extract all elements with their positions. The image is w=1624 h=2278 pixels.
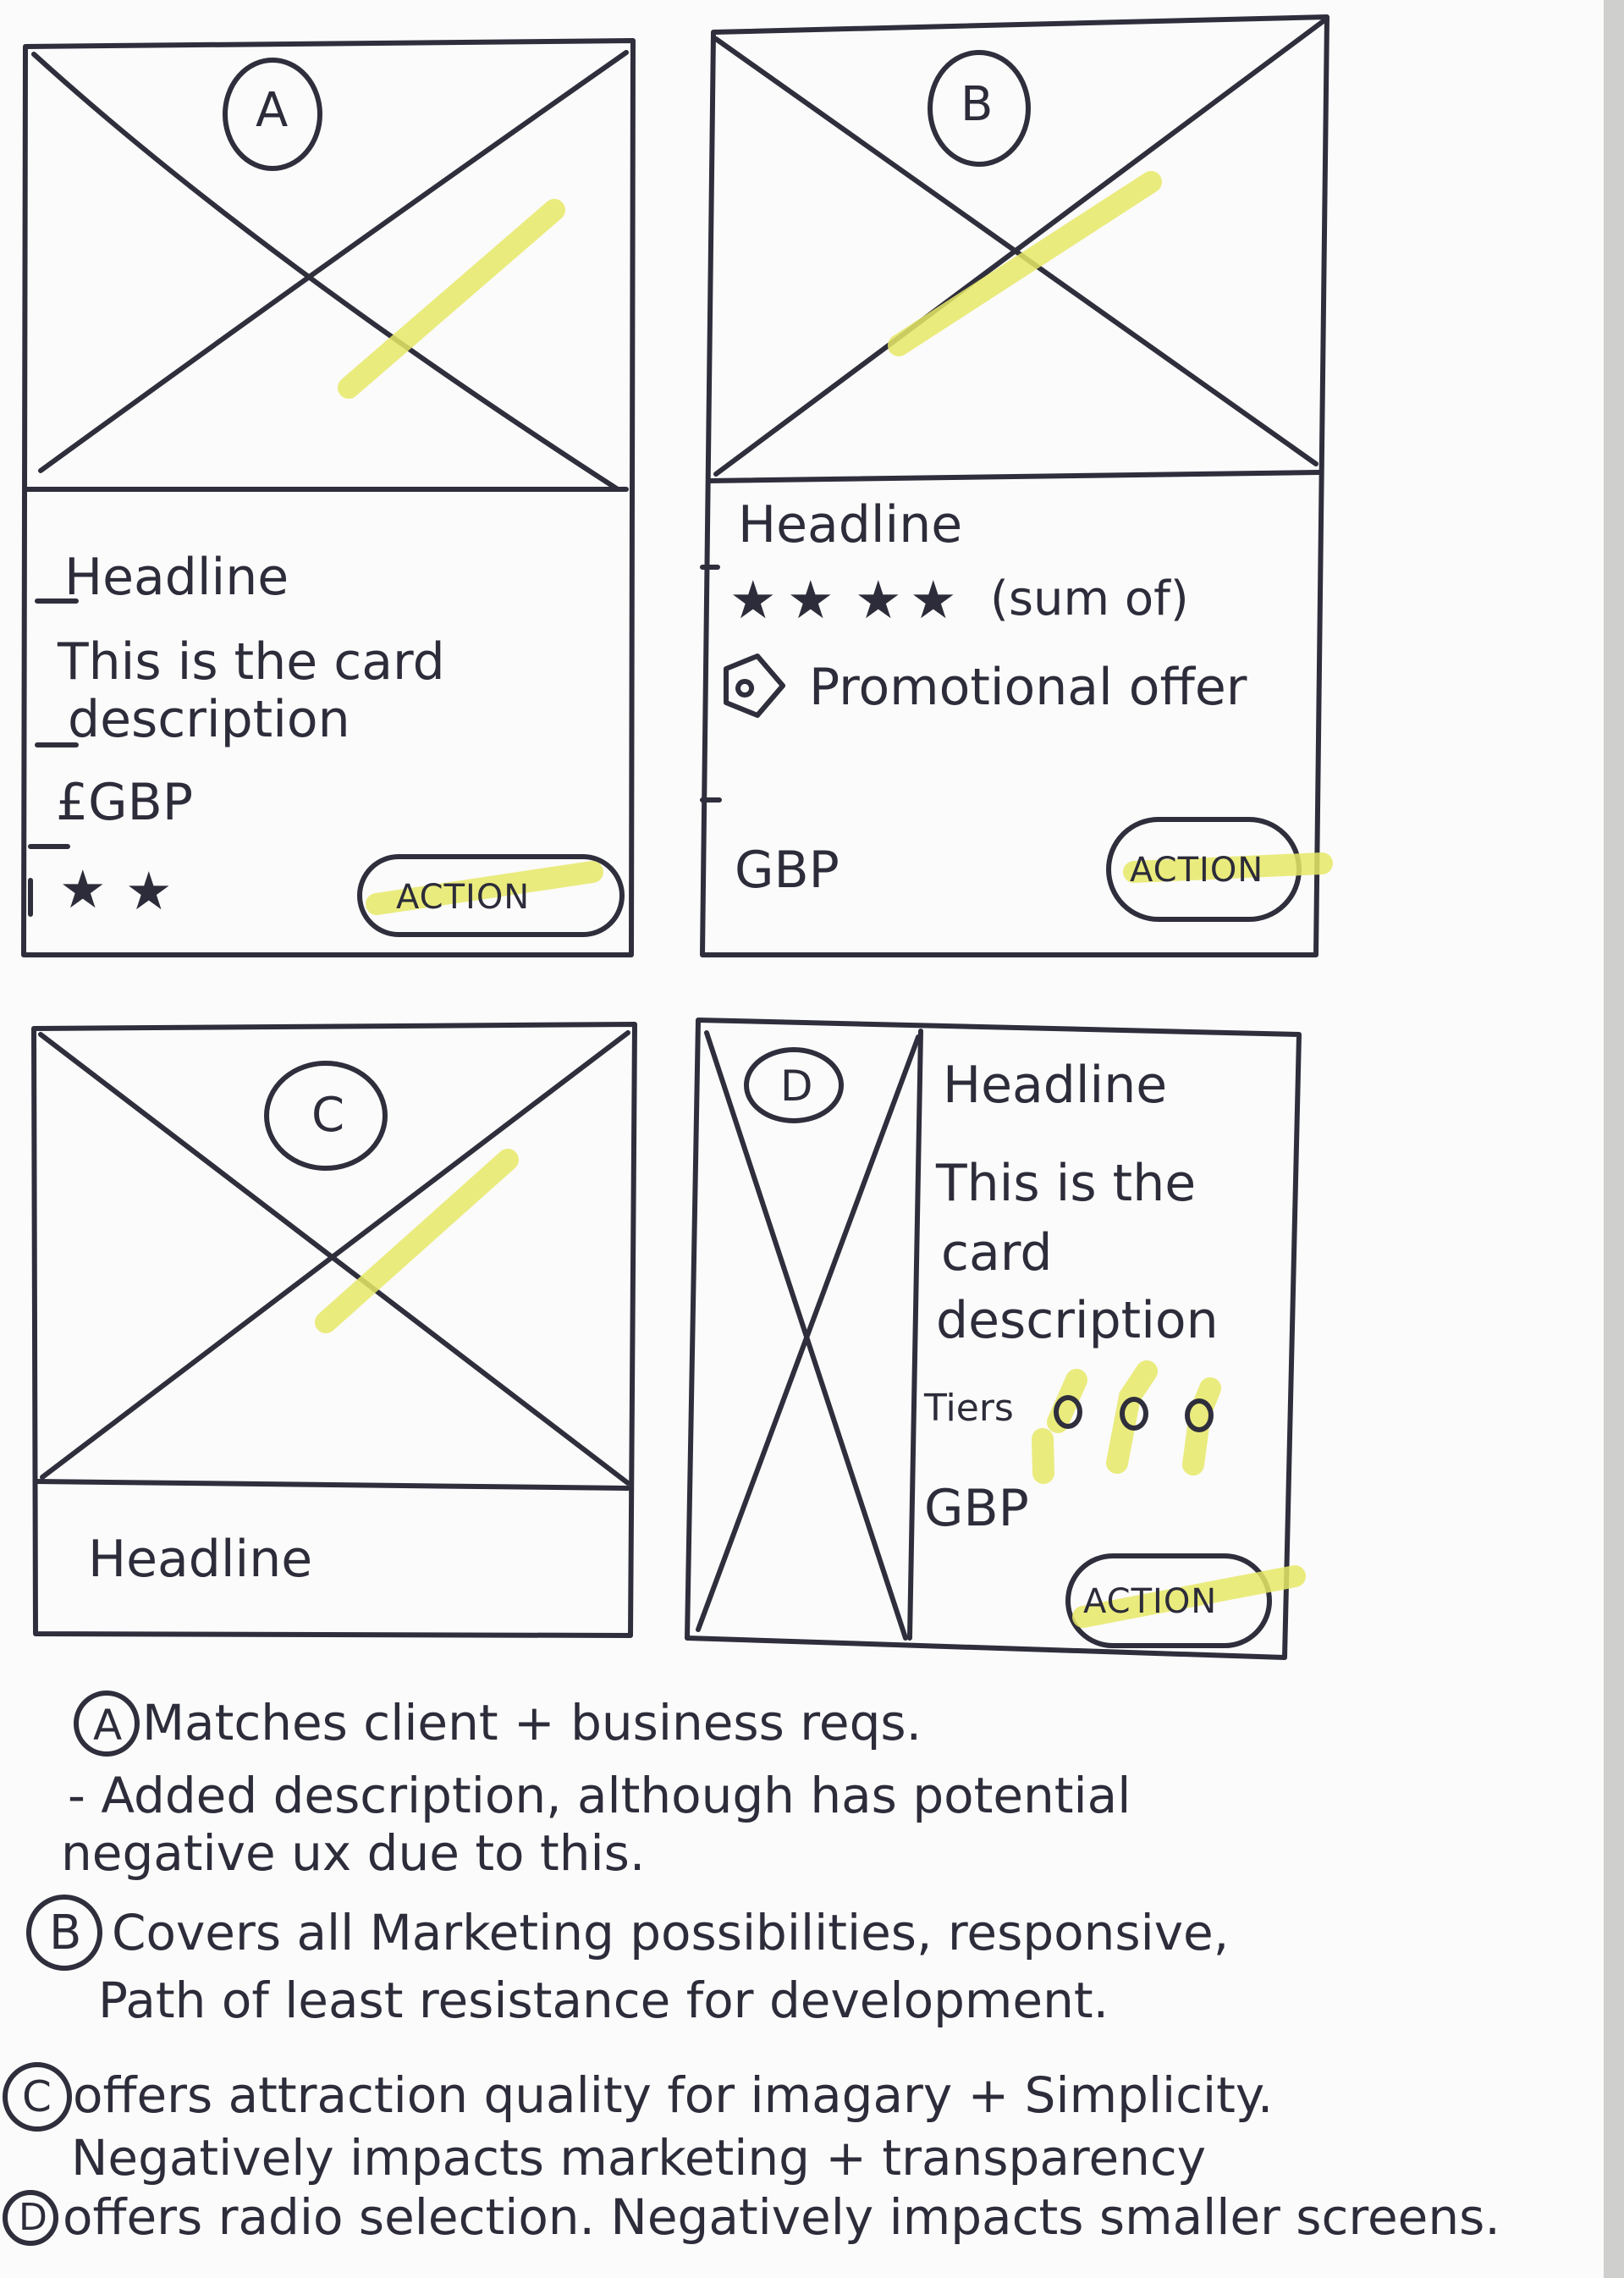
note-b-line1: Covers all Marketing possibilities, resp… <box>112 1904 1230 1961</box>
card-c-headline: Headline <box>88 1530 313 1589</box>
card-a-highlight <box>338 199 565 399</box>
card-a-star-icon-2: ★ <box>125 860 173 922</box>
card-d-description-line3: description <box>936 1291 1219 1350</box>
card-b-promo-offer: Promotional offer <box>809 658 1247 717</box>
card-c-outline <box>31 1022 637 1638</box>
card-d-description-line1: This is the <box>936 1154 1197 1213</box>
card-d-tier-radio-icon-1[interactable] <box>1054 1395 1082 1429</box>
card-d-outline <box>685 1018 1302 1660</box>
note-d-line1: offers radio selection. Negatively impac… <box>63 2188 1500 2246</box>
card-b-image-placeholder-icon <box>713 18 1327 477</box>
background-edge <box>1604 0 1624 2278</box>
card-a-description-line1: This is the card <box>58 632 445 692</box>
note-d-circle <box>3 2190 58 2246</box>
card-b-outline <box>700 14 1329 957</box>
card-d-letter-circle <box>744 1047 844 1123</box>
note-c-line2: Negatively impacts marketing + transpare… <box>71 2129 1207 2187</box>
card-c-letter: C <box>311 1088 345 1143</box>
note-c-letter: C <box>22 2072 52 2121</box>
note-b-letter: B <box>49 1906 82 1961</box>
card-d-price: GBP <box>924 1479 1029 1538</box>
card-a-action-outline <box>357 854 625 937</box>
card-d-image-placeholder-icon <box>696 1030 921 1641</box>
note-a-line2: - Added description, although has potent… <box>68 1767 1131 1824</box>
card-d-action-outline <box>1065 1553 1272 1648</box>
card-b-margin-ticks <box>700 565 722 803</box>
card-d-tiers-label: Tiers <box>924 1387 1014 1430</box>
card-a-image-placeholder-icon <box>31 50 629 492</box>
card-a-description-line2: description <box>68 690 350 749</box>
card-a-margin-ticks <box>28 598 79 917</box>
card-b-star-icon-3: ★ <box>855 569 902 631</box>
card-b-price: GBP <box>735 841 840 900</box>
card-b-action-highlight <box>1123 852 1333 883</box>
note-d-letter: D <box>19 2196 47 2239</box>
card-b-letter: B <box>961 77 994 132</box>
card-a-star-icon-1: ★ <box>59 858 107 920</box>
card-d-tier-radio-icon-2[interactable] <box>1120 1397 1148 1431</box>
card-d-action-button[interactable]: ACTION <box>1083 1582 1218 1621</box>
card-b-promo-tag-icon <box>724 654 785 718</box>
card-a-outline <box>21 38 636 957</box>
card-d-description-line2: card <box>941 1223 1053 1282</box>
card-a-headline: Headline <box>64 548 289 607</box>
card-a-price: £GBP <box>56 773 194 832</box>
card-b-headline: Headline <box>738 495 963 554</box>
note-b-line2: Path of least resistance for development… <box>98 1972 1109 2029</box>
card-d-action-highlight <box>1072 1565 1306 1628</box>
note-c-circle <box>3 2062 72 2132</box>
card-c-letter-circle <box>264 1061 388 1171</box>
note-b-circle <box>26 1895 102 1971</box>
card-b-star-icon-1: ★ <box>729 569 777 631</box>
note-a-line1: Matches client + business reqs. <box>142 1694 922 1751</box>
card-b-highlight <box>888 171 1162 356</box>
card-d-headline: Headline <box>943 1056 1168 1115</box>
card-b-letter-circle <box>928 50 1031 167</box>
card-a-letter: A <box>256 83 289 138</box>
card-c-highlight <box>315 1149 519 1333</box>
note-a-circle <box>74 1691 140 1757</box>
card-a-action-button[interactable]: ACTION <box>396 878 531 917</box>
card-b-action-button[interactable]: ACTION <box>1130 851 1264 890</box>
card-d-letter: D <box>780 1062 813 1111</box>
card-c-image-placeholder-icon <box>38 1030 630 1486</box>
card-a-letter-circle <box>223 58 322 171</box>
card-b-star-icon-2: ★ <box>787 569 834 631</box>
card-d-tier-radio-icon-3[interactable] <box>1185 1398 1214 1432</box>
card-b-star-icon-4: ★ <box>910 569 957 631</box>
card-b-rating-note: (sum of) <box>990 571 1189 626</box>
note-a-letter: A <box>93 1701 123 1750</box>
note-c-line1: offers attraction quality for imagary + … <box>73 2066 1274 2124</box>
note-a-line3: negative ux due to this. <box>61 1824 646 1882</box>
card-a-action-highlight <box>366 861 603 915</box>
